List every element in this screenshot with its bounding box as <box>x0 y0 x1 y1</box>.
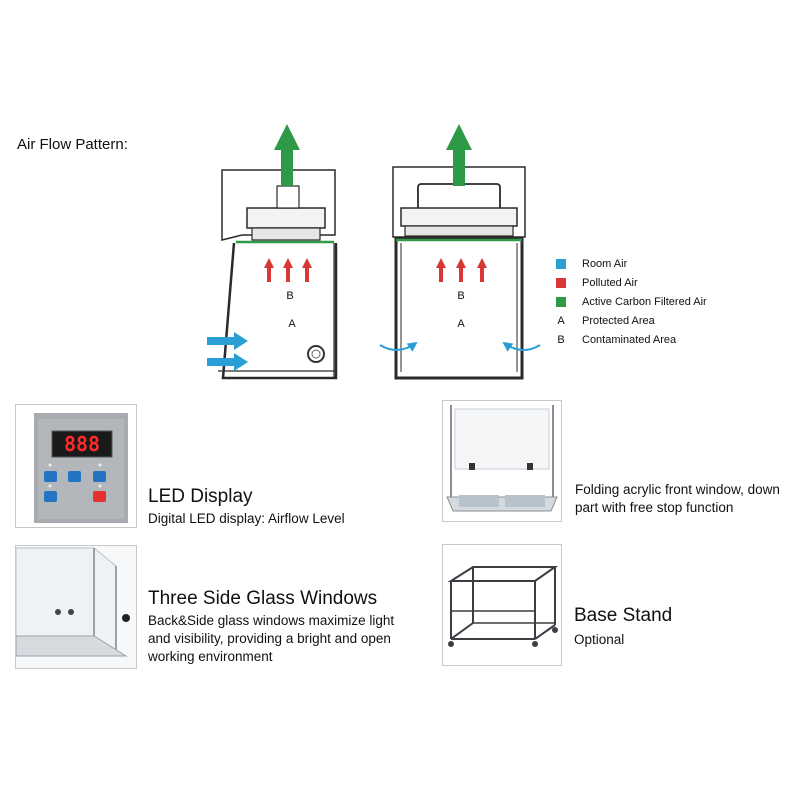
glass-windows-image <box>15 545 137 669</box>
led-panel-image: 888 <box>15 404 137 528</box>
side-label-a: A <box>288 318 296 330</box>
legend-swatch-green <box>556 296 566 307</box>
side-label-b: B <box>286 290 293 302</box>
base-stand-description: Optional <box>574 632 625 647</box>
legend-item-room-air: Room Air <box>556 254 707 273</box>
legend-label: Room Air <box>582 257 628 270</box>
led-description: Digital LED display: Airflow Level <box>148 511 345 526</box>
glass-desc-line: and visibility, providing a bright and o… <box>148 631 391 646</box>
front-polluted-arrows <box>436 258 487 282</box>
front-room-air-left <box>379 341 418 352</box>
front-window-desc-line: Folding acrylic front window, down <box>575 482 780 497</box>
legend-letter: B <box>557 333 565 346</box>
front-room-air-right <box>502 341 541 352</box>
front-label-a: A <box>457 318 465 330</box>
glass-desc-line: Back&Side glass windows maximize light <box>148 613 395 628</box>
legend-letter: A <box>557 314 565 327</box>
legend-item-protected-area: A Protected Area <box>556 311 707 330</box>
base-stand-image <box>442 544 562 666</box>
base-stand-title: Base Stand <box>574 605 673 626</box>
side-port-hole <box>307 345 325 363</box>
legend-swatch-blue <box>556 258 566 269</box>
legend-label: Polluted Air <box>582 276 638 289</box>
front-window-description: Folding acrylic front window, down part … <box>575 481 780 517</box>
legend: Room Air Polluted Air Active Carbon Filt… <box>556 254 707 349</box>
legend-item-filtered-air: Active Carbon Filtered Air <box>556 292 707 311</box>
legend-item-contaminated-area: B Contaminated Area <box>556 330 707 349</box>
side-room-air-arrows <box>207 332 248 371</box>
front-window-desc-line: part with free stop function <box>575 500 734 515</box>
led-title: LED Display <box>148 486 253 507</box>
led-readout: 888 <box>64 432 100 456</box>
legend-swatch-red <box>556 277 566 288</box>
side-polluted-arrows <box>264 258 312 282</box>
front-exhaust-arrow <box>446 124 472 186</box>
airflow-title: Air Flow Pattern: <box>17 136 128 153</box>
legend-label: Protected Area <box>582 314 655 327</box>
side-exhaust-arrow <box>274 124 300 186</box>
front-window-image <box>442 400 562 522</box>
glass-description: Back&Side glass windows maximize light a… <box>148 612 394 666</box>
front-label-b: B <box>457 290 464 302</box>
glass-title: Three Side Glass Windows <box>148 588 378 609</box>
legend-label: Contaminated Area <box>582 333 677 346</box>
legend-label: Active Carbon Filtered Air <box>582 295 707 308</box>
legend-item-polluted-air: Polluted Air <box>556 273 707 292</box>
glass-desc-line: working environment <box>148 649 273 664</box>
airflow-diagram: B A B A <box>207 124 541 380</box>
